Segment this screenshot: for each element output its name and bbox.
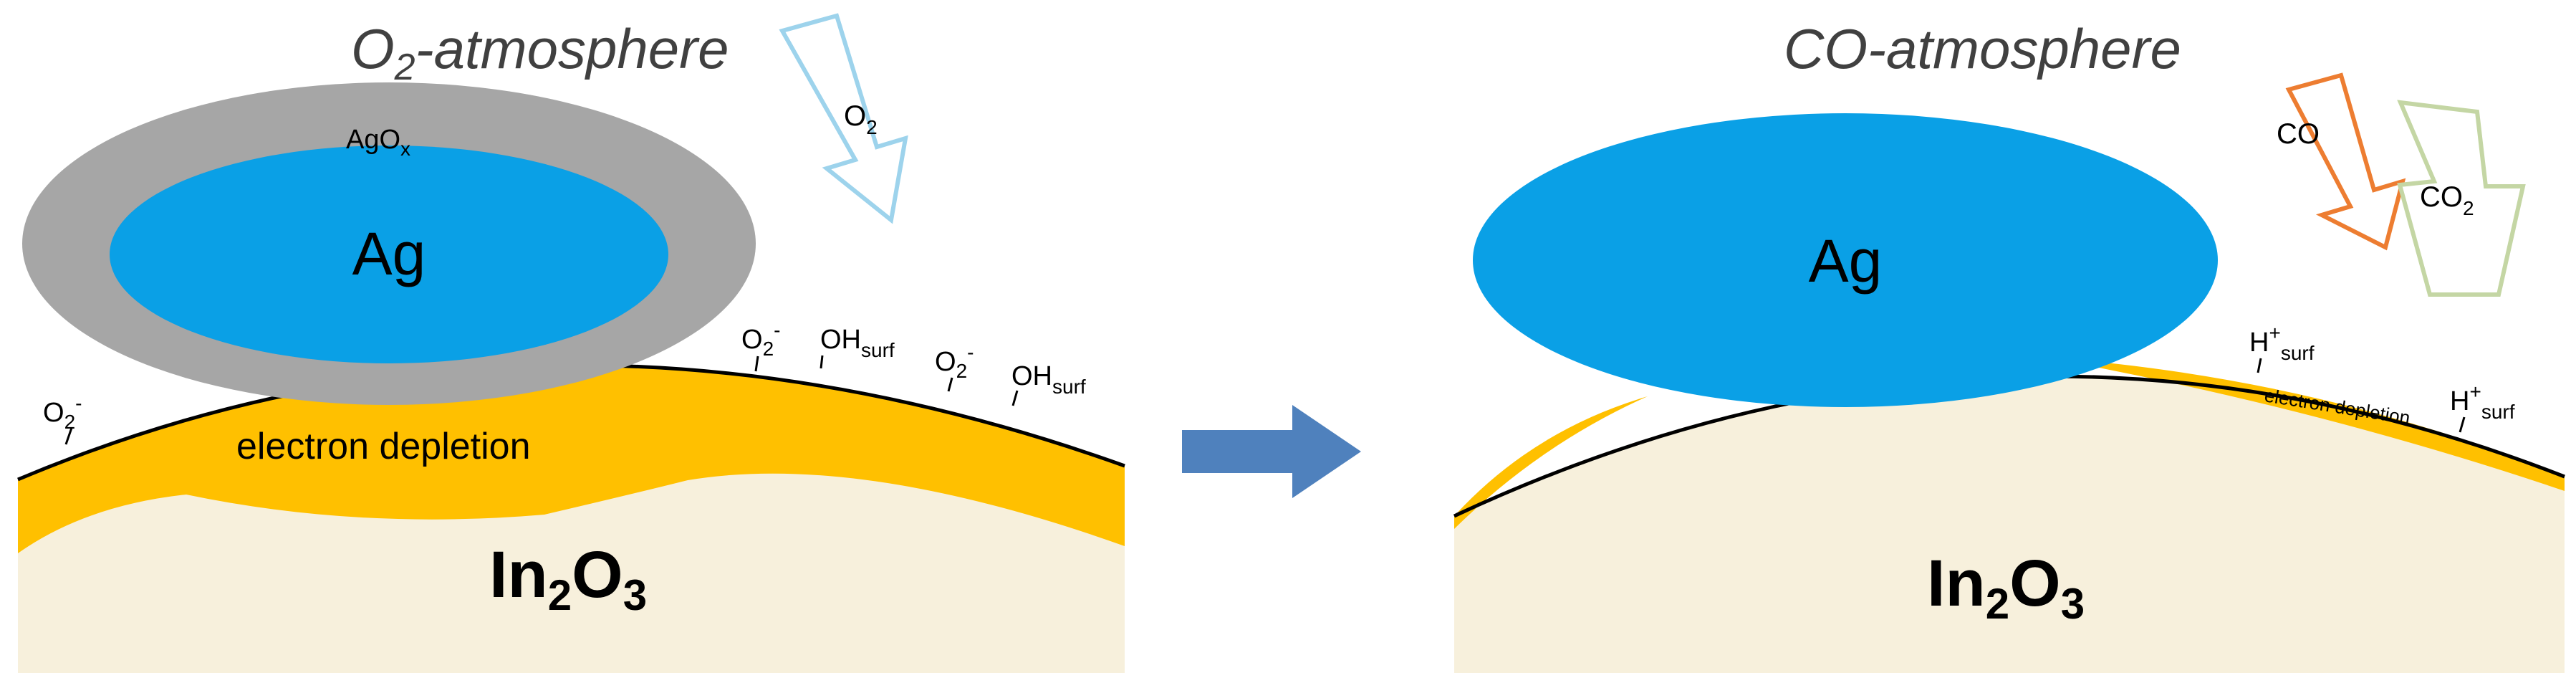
surface-species-label: O2-	[43, 392, 82, 433]
left-depletion-layer	[18, 365, 1125, 553]
right-ag-particle	[1473, 113, 2218, 407]
left-ag-particle	[110, 145, 668, 363]
left-species-tick	[64, 427, 73, 445]
left-species-tick	[754, 355, 759, 372]
right-panel: CO-atmosphere Ag CO CO2 electron depleti…	[1453, 17, 2565, 673]
right-depletion-layer	[2099, 362, 2565, 491]
co-arrow	[2285, 72, 2406, 251]
left-species-tick	[947, 377, 953, 392]
surface-species-label: OHsurf	[1011, 361, 1086, 398]
co-arrow-label: CO	[2277, 118, 2320, 150]
left-title: O2-atmosphere	[351, 17, 729, 88]
surface-species-label: H+surf	[2249, 322, 2315, 364]
left-depletion-label: electron depletion	[236, 426, 531, 467]
right-particle-label: Ag	[1809, 227, 1883, 295]
right-species-tick	[2257, 358, 2262, 373]
transition-arrow	[1182, 405, 1361, 498]
o2-arrow-label: O2	[844, 100, 878, 138]
o2-arrow	[779, 13, 908, 224]
surface-species-label: H+surf	[2450, 381, 2515, 423]
surface-species-label: O2-	[935, 341, 974, 382]
left-species-tick	[1011, 390, 1019, 406]
left-shell-label: AgOx	[346, 125, 410, 160]
co2-arrow-label: CO2	[2420, 181, 2474, 219]
left-species-tick	[820, 355, 824, 369]
right-substrate-label: In2O3	[1927, 547, 2085, 628]
co2-arrow	[2397, 100, 2526, 297]
surface-species-label: O2-	[741, 319, 780, 360]
right-species-tick	[2459, 416, 2466, 433]
surface-species-label: OHsurf	[820, 325, 895, 361]
left-panel: O2-atmosphere AgOx Ag O2 electron deplet…	[17, 13, 1125, 673]
right-title: CO-atmosphere	[1784, 17, 2181, 80]
right-substrate	[1454, 376, 2565, 673]
left-substrate-label: In2O3	[489, 538, 647, 619]
left-particle-label: Ag	[352, 220, 426, 287]
